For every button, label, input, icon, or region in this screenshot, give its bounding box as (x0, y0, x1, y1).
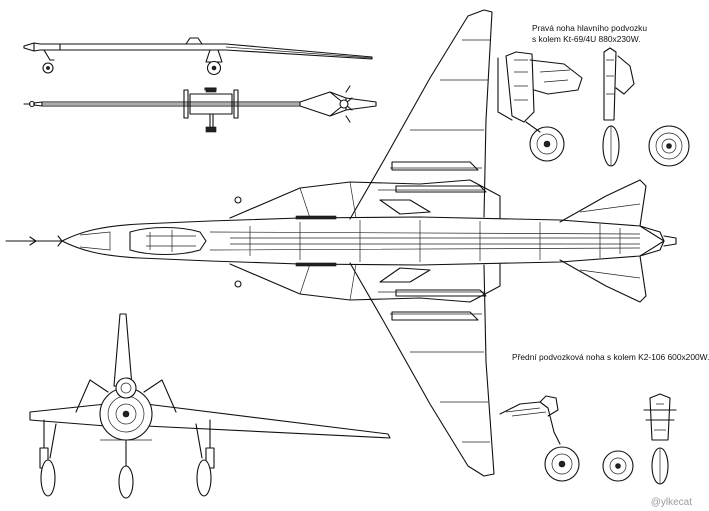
aircraft-top-view (5, 9, 677, 477)
main-gear-caption: Pravá noha hlavního podvozku s kolem Kt-… (532, 23, 647, 45)
nose-gear-side-view (499, 395, 580, 482)
main-gear-front-view (602, 47, 635, 167)
main-gear-caption-line1: Pravá noha hlavního podvozku (532, 23, 648, 33)
watermark: @ylkecat (650, 497, 692, 508)
nose-gear-front-view (643, 393, 677, 485)
main-gear-side-view (497, 51, 583, 162)
nose-gear-wheel (602, 450, 634, 482)
towbar-side-view (23, 37, 373, 76)
aircraft-front-view (29, 313, 391, 499)
towbar-top-view (23, 85, 377, 133)
nose-gear-caption: Přední podvozková noha s kolem K2-106 60… (512, 352, 709, 362)
main-gear-wheel (648, 125, 690, 167)
main-gear-caption-line2: s kolem Kt-69/4U 880x230W. (532, 34, 641, 44)
